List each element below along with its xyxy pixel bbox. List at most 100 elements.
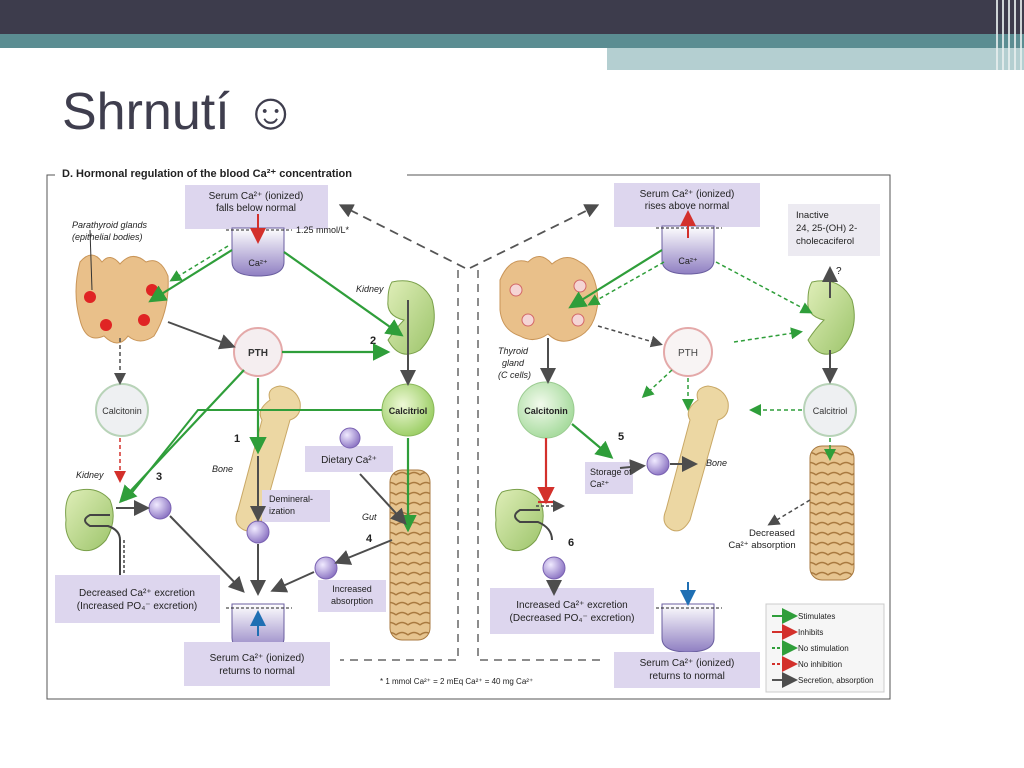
decr-abs-line1: Decreased — [749, 528, 795, 539]
arrow-parathyroid-to-pth — [167, 321, 236, 350]
gut-right — [809, 445, 855, 581]
pth-label-right: PTH — [678, 348, 698, 359]
parathyroid-dot — [100, 319, 112, 331]
legend-label: No inhibition — [798, 660, 842, 669]
legend-label: Secretion, absorption — [798, 676, 874, 685]
dietary-box — [305, 446, 393, 472]
calcitriol-node-right — [803, 383, 857, 437]
calcitonin-label-left: Calcitonin — [102, 406, 142, 416]
inactive-line2: 24, 25-(OH) 2- — [796, 223, 857, 234]
arrow-ca-to-thyroid — [568, 249, 663, 309]
serum-returns-right-2: returns to normal — [649, 671, 725, 682]
ion-kidney-left — [148, 496, 172, 520]
incr-excr-line2: (Decreased PO₄⁻ excretion) — [510, 613, 635, 624]
decr-excr-line1: Decreased Ca²⁺ excretion — [79, 588, 195, 599]
arrow-ca-to-kidney-right — [715, 261, 813, 314]
serum-returns-right-1: Serum Ca²⁺ (ionized) — [640, 658, 735, 669]
inactive-line1: Inactive — [796, 210, 829, 221]
divider-left — [340, 270, 459, 661]
dietary-label: Dietary Ca²⁺ — [321, 455, 377, 466]
bone-label-left: Bone — [212, 464, 233, 474]
serum-returns-left-1: Serum Ca²⁺ (ionized) — [210, 653, 305, 664]
incr-excr-line1: Increased Ca²⁺ excretion — [516, 600, 627, 611]
serum-rises-line2: rises above normal — [645, 201, 729, 212]
bone-label-right: Bone — [706, 458, 727, 468]
decr-excr-line2: (Increased PO₄⁻ excretion) — [77, 601, 198, 612]
storage-line2: Ca²⁺ — [590, 479, 610, 489]
thyroid-c-cell — [509, 283, 523, 297]
decreased-excretion-box — [55, 575, 220, 623]
parathyroid-dot — [138, 314, 150, 326]
feedback-arrow-right — [469, 204, 600, 269]
decr-abs-line2: Ca²⁺ absorption — [728, 540, 795, 551]
calcitonin-label-right: Calcitonin — [524, 406, 568, 416]
increased-absorption-box — [318, 580, 386, 612]
step-number-4: 4 — [366, 533, 373, 545]
thyroid-c-cell — [573, 279, 587, 293]
kidney-top-left — [387, 280, 435, 355]
inactive-line3: cholecaciferol — [796, 236, 854, 247]
arrow-ca-to-parathyroid — [148, 249, 233, 303]
legend-label: Inhibits — [798, 628, 823, 637]
kidney-label-left-2: Kidney — [76, 470, 104, 480]
pth-label-left: PTH — [248, 348, 268, 359]
thyroid-label-2: gland — [502, 358, 525, 368]
step-number-3: 3 — [156, 471, 162, 483]
cup-ca-label: Ca²⁺ — [248, 258, 268, 268]
parathyroid-label-1: Parathyroid glands — [72, 220, 148, 230]
serum-falls-line1: Serum Ca²⁺ (ionized) — [209, 191, 304, 202]
demineralization-box — [262, 490, 330, 522]
serum-returns-box-left — [184, 642, 330, 686]
step-number-6: 6 — [568, 537, 574, 549]
kidney-tubule-right — [514, 509, 553, 541]
gut-left — [389, 469, 431, 641]
divider-right — [477, 270, 600, 661]
ion-kidney-right — [542, 556, 566, 580]
serum-rises-line1: Serum Ca²⁺ (ionized) — [640, 189, 735, 200]
arrow-ca-to-kidney — [283, 251, 404, 337]
demineral-line1: Demineral- — [269, 494, 313, 504]
threshold-label: 1.25 mmol/L* — [296, 225, 350, 235]
serum-falls-box — [185, 185, 328, 229]
increased-excretion-box — [490, 588, 654, 634]
figure-heading: D. Hormonal regulation of the blood Ca²⁺… — [62, 168, 352, 180]
storage-line1: Storage of — [590, 467, 632, 477]
parathyroid-dot — [146, 284, 158, 296]
accent-stripe-light — [607, 48, 1024, 70]
ion-dietary — [339, 427, 361, 449]
thyroid-label-1: Thyroid — [498, 346, 529, 356]
gut-label: Gut — [362, 512, 377, 522]
serum-returns-box-right — [614, 652, 760, 688]
step-number-1: 1 — [234, 433, 240, 445]
top-bar — [0, 0, 1024, 34]
demineral-line2: ization — [269, 506, 295, 516]
serum-cup-top — [231, 227, 285, 277]
parathyroid-label-2: (epithelial bodies) — [72, 232, 143, 242]
slide-title: Shrnutí ☺ — [62, 83, 298, 141]
kidney-tubule-left — [84, 514, 121, 582]
incr-abs-line2: absorption — [331, 596, 373, 606]
arrow-pth-to-kidney-bottom — [118, 369, 245, 504]
footnote: * 1 mmol Ca²⁺ = 2 mEq Ca²⁺ = 40 mg Ca²⁺ — [380, 677, 533, 686]
accent-stripe — [0, 34, 1024, 48]
serum-cup-top-right — [661, 225, 715, 275]
kidney-bottom-left — [65, 488, 114, 552]
step-number-5: 5 — [618, 431, 624, 443]
decorative-lines — [992, 0, 1024, 70]
ion-bone-left — [246, 520, 270, 544]
pth-node-right — [663, 327, 713, 377]
kidney-label-left: Kidney — [356, 284, 384, 294]
thyroid-c-cell — [571, 313, 585, 327]
calcitriol-label-right: Calcitriol — [813, 406, 848, 416]
figure-frame — [46, 174, 891, 700]
serum-falls-line2: falls below normal — [216, 203, 296, 214]
kidney-right — [807, 280, 855, 355]
legend-label: No stimulation — [798, 644, 849, 653]
arrow-calcitonin-to-bone — [571, 423, 614, 459]
feedback-arrow-left — [338, 204, 466, 269]
thyroid-label-3: (C cells) — [498, 370, 531, 380]
step-number-2: 2 — [370, 335, 376, 347]
serum-returns-left-2: returns to normal — [219, 666, 295, 677]
